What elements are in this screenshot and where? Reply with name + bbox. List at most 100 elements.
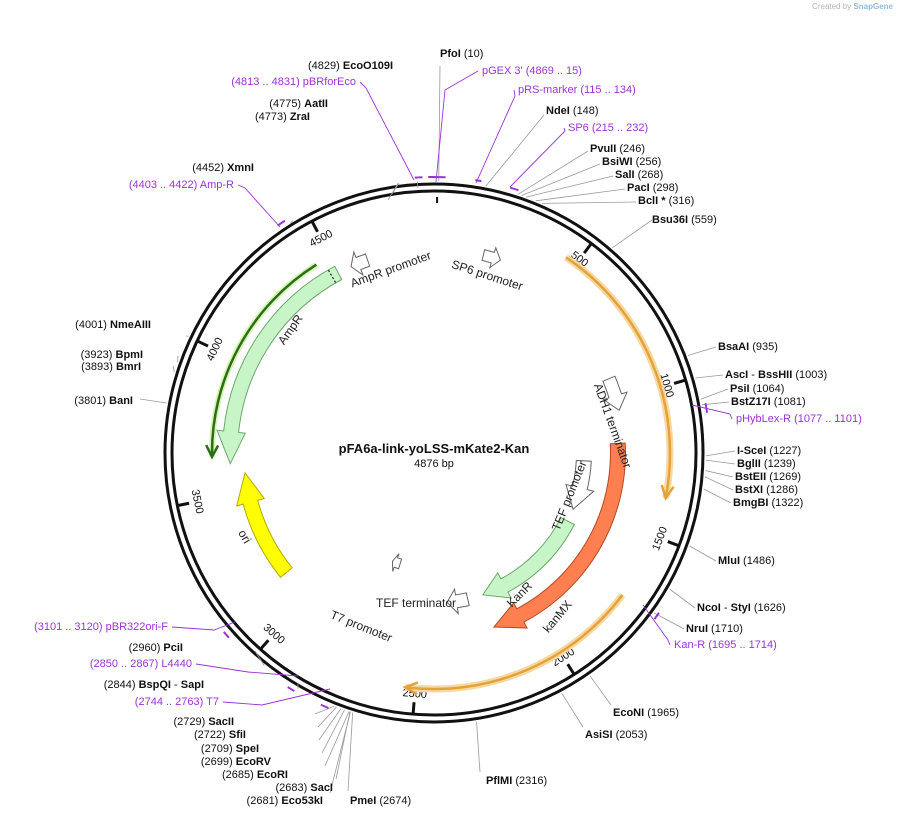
site-leader-bcli — [542, 201, 637, 204]
site-label-bglii: BglII (1239) — [737, 458, 796, 470]
primer-label-pgex-3: pGEX 3' (4869 .. 15) — [482, 65, 582, 77]
primer-prs-marker — [475, 89, 516, 184]
site-label-asisi: AsiSI (2053) — [585, 729, 647, 741]
site-leader-ecori — [324, 711, 350, 767]
primer-leader-pgex-3 — [435, 70, 479, 183]
ring-tick-4500 — [310, 220, 319, 233]
site-leader-bmri — [172, 365, 175, 373]
site-label-bsaai: BsaAI (935) — [718, 341, 778, 353]
primer-leader-pbrforeco — [359, 81, 415, 181]
site-leader-bsiwi — [521, 163, 601, 196]
primer-leader-sp6 — [509, 127, 566, 188]
site-label-pmei: PmeI (2674) — [350, 795, 411, 807]
site-leader-pvuii — [517, 150, 589, 195]
feature-label-ori: ori — [235, 527, 254, 546]
orf-highlight-ampr — [205, 262, 318, 460]
ring-tick-2500 — [411, 702, 416, 715]
primer-sp6 — [509, 127, 566, 192]
leader-lines — [139, 65, 736, 794]
site-leader-zrai — [387, 183, 399, 201]
primer-arc-l4440 — [287, 686, 295, 692]
ring-label-3500: 3500 — [189, 488, 206, 514]
site-leader-pflmi — [476, 721, 481, 773]
ring-label-1500: 1500 — [650, 525, 670, 552]
site-leader-spei — [318, 708, 342, 741]
feature-adh1-terminator-arrow — [602, 375, 628, 412]
primer-label-t7: (2744 .. 2763) T7 — [135, 696, 219, 708]
ring-label-4500: 4500 — [308, 228, 335, 250]
ring-tick-1000 — [673, 378, 687, 385]
site-leader-asci — [695, 374, 724, 379]
site-label-paci: PacI (298) — [627, 182, 678, 194]
site-leader-saci — [335, 711, 351, 780]
ring-tick-3500 — [177, 501, 190, 508]
site-leader-bsteii — [705, 470, 734, 478]
primer-t7 — [222, 688, 331, 709]
site-label-pcii: (2960) PciI — [129, 642, 183, 654]
site-leader-pfoi — [438, 65, 441, 182]
site-label-bsu36i: Bsu36I (559) — [652, 214, 717, 226]
feature-sp6-promoter-arrow — [481, 246, 502, 269]
primer-label-pbrforeco: (4813 .. 4831) pBRforEco — [231, 76, 356, 88]
primer-arc-t7 — [320, 703, 329, 709]
feature-ori-arrow — [236, 471, 293, 578]
feature-tef-terminator-arrow — [446, 587, 470, 615]
primer-leader-kan-r — [642, 604, 671, 646]
site-leader-bsu36i — [612, 219, 653, 249]
primer-label-sp6: SP6 (215 .. 232) — [568, 122, 648, 134]
site-label-sfii: (2722) SfiI — [194, 729, 246, 741]
primer-leader-phyblex-r — [691, 404, 733, 420]
site-label-econi: EcoNI (1965) — [613, 707, 679, 719]
site-label-pfoi: PfoI (10) — [440, 48, 483, 60]
site-label-psii: PsiI (1064) — [730, 383, 784, 395]
primer-arc-sp6 — [509, 186, 519, 192]
site-label-bmgbi: BmgBI (1322) — [733, 497, 803, 509]
site-label-bstz17i: BstZ17I (1081) — [731, 396, 806, 408]
feature-label-tef-terminator: TEF terminator — [376, 596, 456, 610]
primer-arc-kan-r — [653, 612, 660, 620]
site-leader-bglii — [705, 459, 736, 465]
feature-ampr-arrow — [216, 265, 343, 465]
primer-leader-pbr322ori-f — [171, 621, 236, 631]
site-leader-i-scei — [705, 450, 736, 457]
site-label-bani: (3801) BanI — [74, 395, 133, 407]
site-leader-pcii — [254, 650, 265, 666]
site-label-sacii: (2729) SacII — [173, 716, 234, 728]
site-leader-sacii — [314, 705, 335, 715]
backbone-inner — [170, 189, 698, 717]
backbone-outer — [163, 182, 705, 724]
primer-phyblex-r — [691, 402, 733, 420]
primer-leader-amp-r — [237, 184, 281, 228]
orf-highlight-adh1 — [564, 254, 675, 501]
primer-pgex-3 — [428, 70, 479, 183]
credit-prefix: Created by — [812, 2, 852, 11]
site-leader-bstxi — [704, 476, 734, 491]
site-leader-pmei — [347, 712, 354, 792]
site-label-asci: AscI - BssHII (1003) — [725, 369, 827, 381]
primer-leader-prs-marker — [475, 89, 516, 184]
ring-tick-500 — [582, 242, 593, 255]
site-leader-sfii — [317, 706, 337, 728]
primer-kan-r — [642, 604, 671, 646]
site-label-eco53ki: (2681) Eco53kI — [247, 795, 323, 807]
ring-tick-4000 — [196, 339, 209, 348]
site-leader-xmni — [289, 220, 294, 225]
site-label-aatii: (4775) AatII — [269, 98, 328, 110]
snapgene-credit: Created by SnapGene — [812, 2, 893, 11]
primer-leader-t7 — [222, 688, 331, 706]
primer-arc-prs-marker — [475, 179, 482, 183]
site-label-bcli: BclI * (316) — [638, 195, 694, 207]
site-label-ndei: NdeI (148) — [546, 105, 599, 117]
site-leader-paci — [535, 188, 626, 202]
plasmid-name: pFA6a-link-yoLSS-mKate2-Kan — [339, 441, 530, 456]
site-leader-ecorv — [321, 709, 345, 754]
site-leader-nrui — [653, 612, 685, 630]
feature-t7-promoter-arrow — [391, 553, 403, 572]
site-leader-ncoi — [669, 588, 696, 609]
primer-pbrforeco — [359, 81, 423, 181]
site-leader-mlui — [689, 545, 717, 562]
site-leader-bani — [139, 398, 167, 404]
feature-label-t7-promoter: T7 promoter — [328, 607, 394, 644]
primer-label-pbr322ori-f: (3101 .. 3120) pBR322ori-F — [34, 621, 168, 633]
feature-ampr-promoter-arrow — [350, 250, 371, 277]
